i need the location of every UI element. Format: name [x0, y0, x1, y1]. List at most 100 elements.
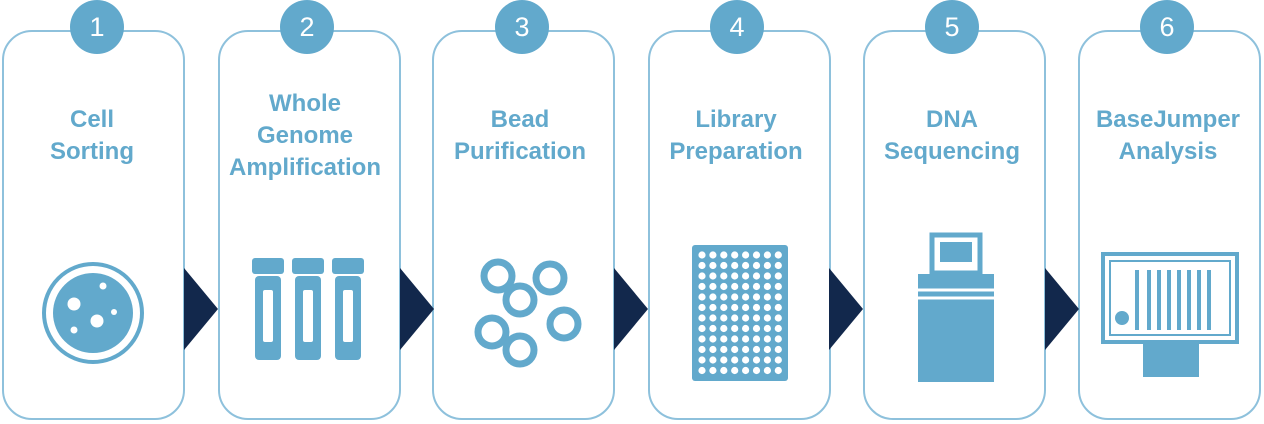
step-title: BaseJumper Analysis [1095, 106, 1241, 165]
plate-well [763, 366, 771, 375]
plate-well [698, 356, 706, 364]
plate-well [731, 345, 739, 354]
step-number-badge: 4 [710, 0, 764, 54]
plate-well [698, 366, 706, 375]
plate-well [720, 303, 728, 312]
plate-well [752, 272, 761, 280]
arrow-right-icon [829, 268, 863, 350]
plate-well [742, 293, 750, 301]
plate-well [742, 314, 750, 322]
step-number-badge: 2 [280, 0, 334, 54]
well-plate-icon [692, 245, 788, 381]
arrow-right-icon [184, 268, 218, 350]
plate-well [763, 272, 771, 280]
plate-well [742, 272, 750, 280]
plate-well [731, 335, 739, 343]
plate-well [774, 356, 782, 364]
plate-well [774, 293, 782, 301]
plate-well [752, 303, 761, 312]
step-title: Library Preparation [669, 106, 803, 165]
plate-well [763, 345, 771, 354]
plate-well [742, 324, 750, 333]
plate-well [752, 366, 761, 375]
step-title: Cell Sorting [50, 106, 134, 165]
plate-well [774, 345, 782, 354]
plate-well [731, 324, 739, 333]
plate-well [763, 356, 771, 364]
arrow-right-icon [400, 268, 434, 350]
step-title: DNA Sequencing [883, 106, 1021, 165]
plate-well [742, 356, 750, 364]
step-number-badge: 6 [1140, 0, 1194, 54]
plate-well [752, 251, 761, 259]
plate-well [720, 261, 728, 270]
plate-well [763, 303, 771, 312]
plate-well [763, 314, 771, 322]
plate-well [720, 335, 728, 343]
plate-well [752, 335, 761, 343]
plate-well [698, 345, 706, 354]
plate-well [752, 282, 761, 291]
plate-well [752, 293, 761, 301]
plate-well [774, 303, 782, 312]
plate-well [698, 282, 706, 291]
plate-well [698, 324, 706, 333]
plate-well [731, 366, 739, 375]
plate-well [774, 261, 782, 270]
plate-well [763, 293, 771, 301]
plate-well [774, 282, 782, 291]
plate-well [763, 261, 771, 270]
plate-well [774, 324, 782, 333]
step-number-badge: 5 [925, 0, 979, 54]
plate-well [742, 303, 750, 312]
plate-well [763, 335, 771, 343]
plate-well [731, 272, 739, 280]
plate-well [752, 314, 761, 322]
plate-well [698, 272, 706, 280]
plate-well [720, 345, 728, 354]
step-title: Bead Purification [453, 106, 586, 165]
plate-well [698, 335, 706, 343]
plate-well [709, 356, 717, 364]
step-number-badge: 1 [70, 0, 124, 54]
plate-well [709, 335, 717, 343]
petri-dish-icon [42, 262, 144, 364]
plate-well [720, 366, 728, 375]
plate-well [742, 345, 750, 354]
plate-well [709, 261, 717, 270]
plate-well [720, 314, 728, 322]
plate-well [752, 345, 761, 354]
plate-well [752, 356, 761, 364]
plate-well [709, 366, 717, 375]
step-card-1 [2, 30, 185, 420]
plate-well [763, 324, 771, 333]
plate-well [720, 272, 728, 280]
plate-well [731, 356, 739, 364]
plate-well [742, 251, 750, 259]
plate-well [774, 314, 782, 322]
plate-well [752, 261, 761, 270]
plate-well [763, 282, 771, 291]
plate-well [731, 303, 739, 312]
plate-well [698, 261, 706, 270]
plate-well [774, 335, 782, 343]
step-card-3 [432, 30, 615, 420]
test-tubes-icon [252, 258, 364, 360]
plate-well [731, 251, 739, 259]
arrow-right-icon [1045, 268, 1079, 350]
plate-well [709, 324, 717, 333]
plate-well [709, 272, 717, 280]
plate-well [720, 293, 728, 301]
plate-well [698, 314, 706, 322]
plate-well [709, 251, 717, 259]
plate-well [709, 345, 717, 354]
step-title: Whole Genome Amplification [228, 90, 381, 181]
plate-well [731, 261, 739, 270]
step-number-badge: 3 [495, 0, 549, 54]
plate-well [709, 282, 717, 291]
plate-well [742, 366, 750, 375]
plate-well [774, 251, 782, 259]
plate-well [763, 251, 771, 259]
plate-well [720, 324, 728, 333]
plate-well [720, 282, 728, 291]
